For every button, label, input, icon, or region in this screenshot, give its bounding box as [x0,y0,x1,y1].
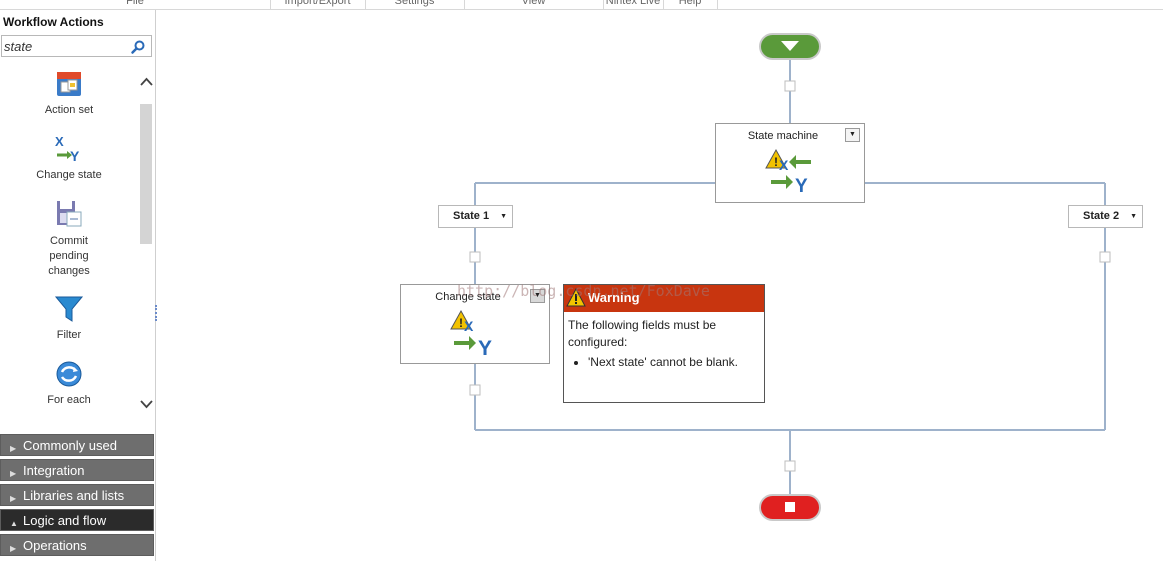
ribbon-group-view[interactable]: View [464,0,604,9]
svg-text:!: ! [459,316,463,330]
ribbon-group-settings[interactable]: Settings [365,0,465,9]
category-label: Integration [23,463,85,478]
action-item-filter[interactable]: Filter [0,293,138,341]
start-arrow-icon [781,41,799,51]
commit-pending-changes-icon [57,201,82,227]
workflow-actions-panel: Workflow Actions Action set X Y [0,10,156,561]
search-icon[interactable] [130,39,146,55]
warning-items: 'Next state' cannot be blank. [568,354,760,371]
state-machine-icon: ! X Y [765,148,811,194]
workflow-end-button[interactable] [759,494,821,521]
warning-header: Warning [564,285,764,312]
action-label-line: changes [48,265,90,277]
action-list: Action set X Y Change state Commit pendi… [0,65,138,431]
action-item-action-set[interactable]: Action set [0,68,138,116]
search-input[interactable] [4,38,124,54]
node-title: Change state [435,291,501,303]
state-title: State 1 [453,210,490,222]
action-item-for-each[interactable]: For each [0,358,138,406]
state-title: State 2 [1083,210,1120,222]
scroll-up-icon[interactable] [139,75,154,89]
panel-title: Workflow Actions [3,15,104,29]
drop-zone[interactable] [784,80,796,92]
scroll-down-icon[interactable] [139,397,154,411]
change-state-node[interactable]: Change state ▼ ! X Y [400,284,550,364]
action-label-line: Commit [50,235,88,247]
ribbon-group-file[interactable]: File [0,0,271,9]
stop-square-icon [785,502,795,512]
change-state-node-icon: ! X Y [450,309,492,357]
workflow-canvas: State machine ▼ ! X Y State 1 ▼ State 2 … [157,10,1163,561]
node-title: State machine [747,130,819,142]
action-item-commit-pending-changes[interactable]: Commit pending changes [0,198,138,279]
node-menu-button[interactable]: ▼ [845,128,860,142]
svg-text:!: ! [774,155,778,169]
drop-zone[interactable] [469,384,481,396]
warning-title: Warning [588,290,640,305]
warning-item: 'Next state' cannot be blank. [588,354,760,371]
category-operations[interactable]: ▶ Operations [0,534,154,556]
svg-text:X: X [464,318,474,334]
action-item-change-state[interactable]: X Y Change state [0,133,138,181]
svg-text:X: X [55,134,64,149]
category-list: ▶ Commonly used ▶ Integration ▶ Librarie… [0,431,155,556]
action-label: Action set [44,104,94,116]
category-commonly-used[interactable]: ▶ Commonly used [0,434,154,456]
svg-text:Y: Y [70,148,80,164]
filter-icon [54,296,84,322]
category-label: Commonly used [23,438,117,453]
category-logic-and-flow[interactable]: ▲ Logic and flow [0,509,154,531]
collapse-arrow-icon: ▲ [10,519,18,528]
svg-text:Y: Y [478,337,492,357]
drop-zone[interactable] [469,251,481,263]
category-libraries-and-lists[interactable]: ▶ Libraries and lists [0,484,154,506]
svg-text:X: X [779,157,789,173]
node-menu-button[interactable]: ▼ [530,289,545,303]
expand-arrow-icon: ▶ [10,444,17,453]
warning-icon [566,288,586,307]
warning-message: The following fields must be configured: [568,318,717,349]
expand-arrow-icon: ▶ [10,544,17,553]
ribbon-bar: File Import/Export Settings View Nintex … [0,0,1163,10]
action-list-scrollbar[interactable] [139,75,154,431]
drop-zone[interactable] [1099,251,1111,263]
svg-text:Y: Y [795,176,808,194]
workflow-start-button[interactable] [759,33,821,60]
change-state-icon: X Y [55,134,80,164]
state-machine-node[interactable]: State machine ▼ ! X Y [715,123,865,203]
connector-lines [469,60,1111,494]
action-label: For each [47,394,91,406]
category-label: Libraries and lists [23,488,125,503]
action-set-icon [57,72,81,96]
ribbon-group-nintex-live[interactable]: Nintex Live [603,0,664,9]
category-integration[interactable]: ▶ Integration [0,459,154,481]
expand-arrow-icon: ▶ [10,469,17,478]
ribbon-group-import-export[interactable]: Import/Export [270,0,366,9]
state-1-label[interactable]: State 1 ▼ [438,205,513,228]
category-label: Operations [23,538,87,553]
panel-splitter[interactable] [155,305,159,321]
ribbon-group-help[interactable]: Help [663,0,718,9]
chevron-down-icon[interactable]: ▼ [1130,213,1137,220]
action-label: Filter [56,329,82,341]
scrollbar-thumb[interactable] [140,104,152,244]
state-2-label[interactable]: State 2 ▼ [1068,205,1143,228]
action-label-line: pending [49,250,89,262]
search-box [1,35,152,57]
for-each-icon [56,361,82,387]
action-label: Change state [36,169,102,181]
expand-arrow-icon: ▶ [10,494,17,503]
category-label: Logic and flow [23,513,107,528]
warning-popup: Warning The following fields must be con… [563,284,765,403]
drop-zone[interactable] [784,460,796,472]
chevron-down-icon[interactable]: ▼ [500,213,507,220]
warning-body: The following fields must be configured:… [564,312,764,376]
